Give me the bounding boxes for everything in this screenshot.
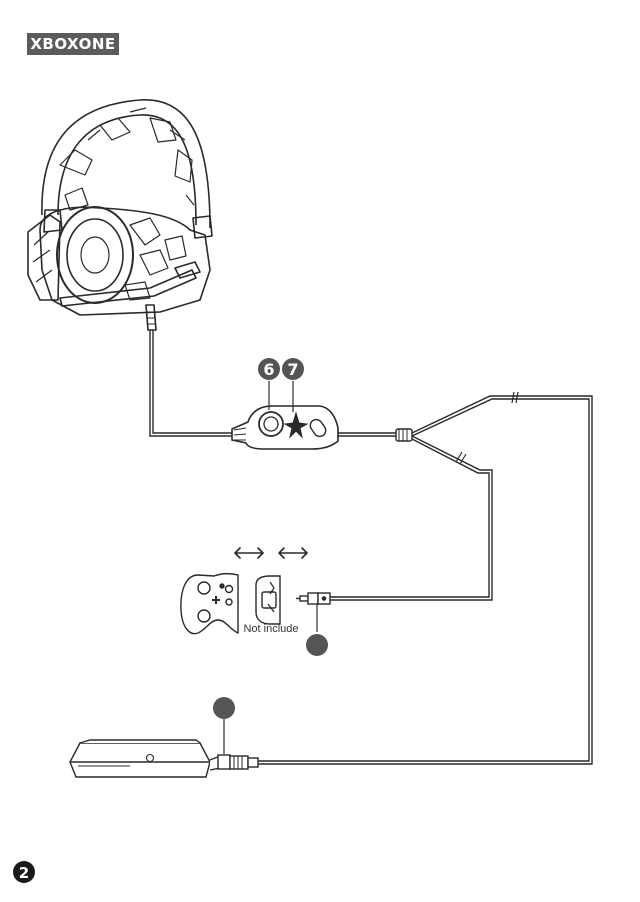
volume-knob-icon <box>259 412 283 436</box>
usb-connector <box>218 755 258 769</box>
callout-6: 6 <box>258 358 280 380</box>
double-arrow-icon <box>235 548 263 558</box>
page-number-badge: 2 <box>13 861 35 883</box>
audio-jack-plug <box>296 593 330 604</box>
inline-control <box>232 406 338 449</box>
cable-splitter <box>396 429 412 441</box>
callout-controller <box>306 604 328 656</box>
headset-illustration <box>28 100 212 330</box>
cable-break-marks <box>456 392 518 464</box>
cable-lines <box>150 330 592 764</box>
double-arrow-icon <box>279 548 307 558</box>
controller-icon <box>181 574 238 634</box>
adapter-note: Not include <box>243 623 298 635</box>
console-icon <box>70 740 220 777</box>
page-number: 2 <box>19 864 29 882</box>
callout-6-label: 6 <box>263 360 274 379</box>
callout-7: 7 <box>282 358 304 380</box>
callout-7-label: 7 <box>287 360 298 379</box>
stereo-adapter-icon <box>256 576 280 624</box>
callout-console <box>213 697 235 754</box>
